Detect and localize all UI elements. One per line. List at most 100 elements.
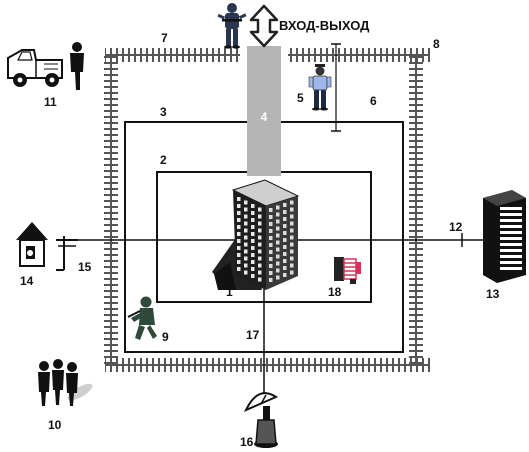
entry-exit-title: ВХОД-ВЫХОД [279, 18, 370, 33]
building-window [258, 214, 262, 219]
building-window [251, 260, 255, 264]
building-window [251, 246, 255, 250]
label-7: 7 [161, 31, 168, 45]
building-icon [212, 179, 300, 290]
tower-window [500, 261, 522, 264]
building-window [251, 204, 255, 208]
building-window [244, 242, 248, 247]
building-window [237, 260, 241, 264]
building-window [290, 249, 294, 254]
building-window [251, 211, 255, 215]
building-window [283, 266, 287, 270]
building-window [237, 239, 241, 243]
building-window [244, 214, 248, 219]
building-window [276, 247, 280, 252]
people-group-icon [38, 359, 93, 406]
tower-window [500, 237, 522, 240]
building-window [283, 231, 287, 235]
building-window [290, 221, 294, 226]
label-13: 13 [486, 287, 500, 301]
label-5: 5 [297, 91, 304, 105]
building-window [258, 256, 262, 261]
perimeter-fence [104, 48, 430, 372]
building-window [258, 242, 262, 247]
tower-window [500, 267, 522, 270]
building-window [290, 256, 294, 261]
building-window [283, 252, 287, 256]
building-window [237, 253, 241, 257]
satellite-dish-icon [243, 392, 279, 448]
building-window [290, 207, 294, 212]
hut-icon [16, 222, 48, 267]
building-window [283, 273, 287, 277]
building-window [290, 263, 294, 268]
building-window [283, 224, 287, 228]
building-window [276, 261, 280, 266]
building-window [269, 250, 273, 254]
building-window [269, 236, 273, 240]
building-window [244, 200, 248, 205]
building-window [269, 243, 273, 247]
building-window [237, 232, 241, 236]
building-window [251, 225, 255, 229]
building-window [290, 214, 294, 219]
building-window [276, 268, 280, 273]
building-window [276, 205, 280, 210]
building-window [290, 235, 294, 240]
building-window [244, 228, 248, 233]
building-window [251, 274, 255, 278]
building-window [258, 228, 262, 233]
building-window [290, 228, 294, 233]
building-window [237, 225, 241, 229]
building-window [237, 211, 241, 215]
building-window [258, 235, 262, 240]
building-window [283, 245, 287, 249]
soldier-icon [127, 296, 157, 340]
entry-exit-arrow-icon [249, 4, 279, 48]
label-1: 1 [226, 285, 233, 299]
tower-window [500, 243, 522, 246]
building-window [237, 246, 241, 250]
building-window [276, 226, 280, 231]
building-window [237, 267, 241, 271]
label-9: 9 [162, 330, 169, 344]
building-window [258, 207, 262, 212]
building-window [244, 249, 248, 254]
building-window [276, 212, 280, 217]
building-window [244, 263, 248, 268]
building-window [244, 270, 248, 275]
building-window [290, 270, 294, 275]
building-window [244, 235, 248, 240]
label-3: 3 [160, 105, 167, 119]
tower-building-icon [483, 190, 526, 283]
label-15: 15 [78, 260, 92, 274]
zone-marker-line [331, 43, 341, 132]
building-window [283, 217, 287, 221]
entry-corridor [247, 46, 281, 176]
building-window [258, 249, 262, 254]
tower-window [500, 219, 522, 222]
building-window [258, 221, 262, 226]
label-16: 16 [240, 435, 254, 449]
utility-pole-icon [56, 236, 78, 271]
building-window [276, 219, 280, 224]
building-window [258, 263, 262, 268]
label-8: 8 [433, 37, 440, 51]
building-window [269, 215, 273, 219]
building-window [251, 267, 255, 271]
building-window [269, 222, 273, 226]
building-window [269, 229, 273, 233]
label-14: 14 [20, 274, 34, 288]
building-window [237, 218, 241, 222]
building-window [269, 278, 273, 282]
label-10: 10 [48, 418, 62, 432]
tower-window [500, 213, 522, 216]
armed-guard-icon [217, 3, 247, 49]
building-window [283, 203, 287, 207]
building-window [276, 275, 280, 280]
building-window [237, 197, 241, 201]
building-window [237, 204, 241, 208]
label-6: 6 [370, 94, 377, 108]
generator-icon [334, 257, 361, 284]
